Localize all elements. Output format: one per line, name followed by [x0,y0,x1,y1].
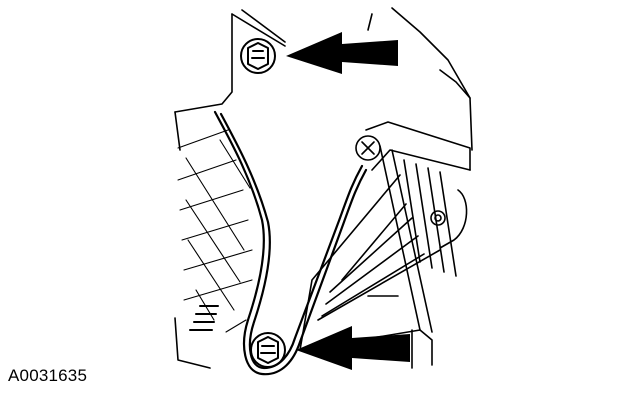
engine-hatching-left [177,129,253,333]
arrow-left-icon [286,32,398,74]
vent-slots [189,305,219,331]
upper-bolt [240,38,276,74]
lower-bolt-arrow [296,326,410,370]
lower-bolt [250,332,286,368]
arrow-left-icon [296,326,410,370]
gusset-boss [355,135,446,226]
engine-housing [174,7,473,369]
figure-reference-code: A0031635 [8,366,88,385]
gusset-bracket [299,121,471,369]
upper-bolt-arrow [286,32,398,74]
bracket-plate [213,110,368,376]
